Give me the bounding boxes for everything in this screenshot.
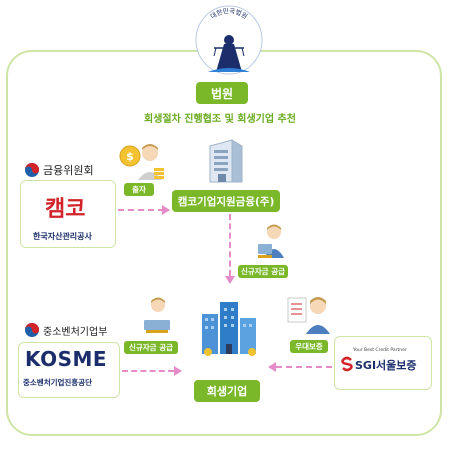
arrow-head-right-kosme (174, 366, 182, 376)
new-funding-tag-top: 신규자금 공급 (238, 265, 288, 278)
sgi-logo-box: Your Best Credit Partner SGI서울보증 (334, 336, 432, 390)
court-label: 법원 (196, 82, 248, 104)
kosme-logo: KOSME (25, 347, 108, 371)
mss-name-text: 중소벤처기업부 (43, 326, 108, 338)
arrow-center-to-target (229, 214, 231, 276)
arrow-sgi-to-target (276, 366, 332, 368)
target-label: 회생기업 (194, 380, 260, 402)
taegeuk-icon-mss (25, 323, 39, 337)
seal-text: 대한민국법원 (209, 6, 250, 21)
arrow-kamco-to-center (118, 209, 164, 211)
svg-text:$: $ (126, 150, 134, 163)
arrow-head-right (162, 205, 170, 215)
mss-name: 중소벤처기업부 (24, 322, 107, 338)
kamco-logo-box: 캠코 한국자산관리공사 (20, 180, 116, 248)
arrow-head-left (268, 362, 276, 372)
sgi-tagline: Your Best Credit Partner (353, 348, 407, 353)
kosme-logo-box: KOSME 중소벤처기업진흥공단 (18, 342, 120, 398)
fsc-name-text: 금융위원회 (43, 164, 94, 177)
funding-person-icon-top (258, 224, 284, 258)
investor-person-icon: $ (119, 144, 164, 180)
center-label: 캠코기업지원금융(주) (172, 190, 280, 212)
funding-person-icon-left (144, 297, 170, 333)
kamco-name: 한국자산관리공사 (33, 232, 92, 241)
court-subtitle: 회생절차 진행협조 및 회생기업 추천 (144, 114, 296, 125)
arrow-head-down (225, 276, 235, 284)
new-funding-tag-left: 신규자금 공급 (124, 341, 178, 354)
building-icon (209, 139, 243, 183)
kamco-logo: 캠코 (45, 197, 86, 222)
target-buildings-icon (202, 302, 256, 356)
kosme-name: 중소벤처기업진흥공단 (23, 378, 92, 387)
court-seal-icon: 대한민국법원 (195, 5, 263, 75)
fsc-name: 금융위원회 (24, 162, 94, 178)
sgi-logo: SGI서울보증 (355, 359, 417, 372)
sgi-s-icon (341, 356, 353, 372)
guarantee-person-icon (287, 297, 330, 334)
svg-text:대한민국법원: 대한민국법원 (209, 6, 250, 21)
arrow-kosme-to-target (122, 370, 174, 372)
guarantee-tag: 우대보증 (290, 340, 328, 353)
investment-tag: 출자 (124, 183, 154, 196)
taegeuk-icon (25, 163, 39, 177)
